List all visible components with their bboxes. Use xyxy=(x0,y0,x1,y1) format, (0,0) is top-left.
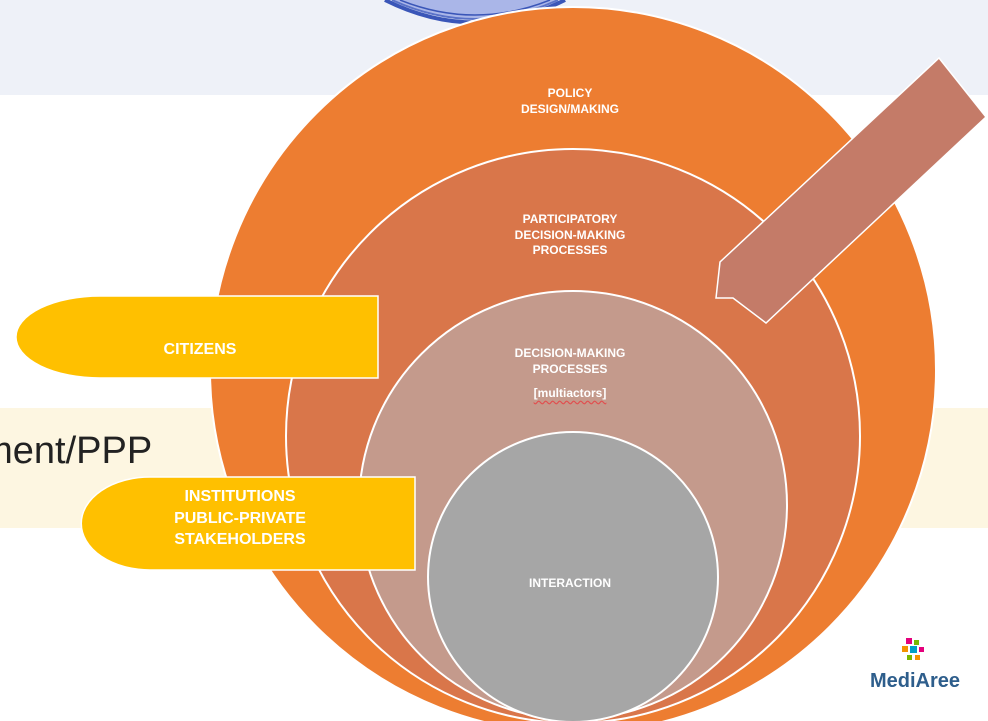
mediaree-logo: MediAree xyxy=(860,636,970,716)
participatory-processes-label: PARTICIPATORY DECISION-MAKING PROCESSES xyxy=(514,212,626,258)
citizens-shape xyxy=(15,295,379,379)
interaction-label: INTERACTION xyxy=(529,576,611,590)
multiactors-label: [multiactors] xyxy=(533,386,607,400)
citizens-label: CITIZENS xyxy=(163,341,237,358)
logo-text: MediAree xyxy=(869,670,961,692)
decision-making-label: DECISION-MAKING PROCESSES xyxy=(514,346,626,376)
management-ppp-label: ement/PPP xyxy=(0,430,153,472)
input-arrow xyxy=(715,56,988,324)
institutions-shape xyxy=(80,476,416,571)
policy-design-label: POLICY DESIGN/MAKING xyxy=(520,86,619,116)
interaction-circle xyxy=(427,431,719,721)
logo-mark-icon xyxy=(902,638,924,660)
institutions-label: INSTITUTIONS PUBLIC-PRIVATE STAKEHOLDERS xyxy=(174,488,306,549)
